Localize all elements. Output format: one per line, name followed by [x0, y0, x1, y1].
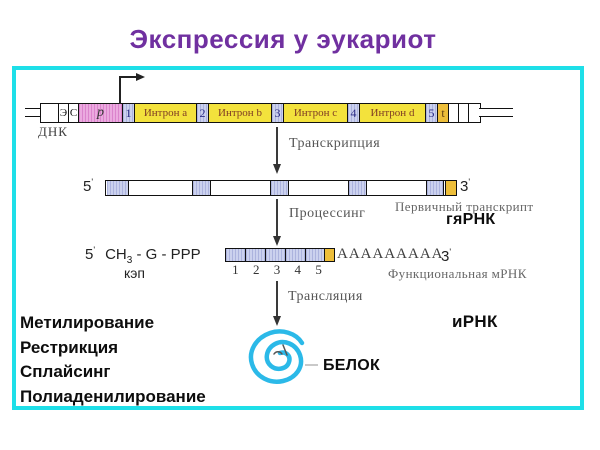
dna-exon-3: 3 — [272, 104, 284, 122]
dna-label: ДНК — [38, 124, 68, 139]
prime-mark: ' — [468, 177, 471, 187]
dna-segment-blank — [41, 104, 59, 122]
translation-arrow — [276, 281, 278, 317]
dna-enhancer-э: Э — [59, 104, 69, 122]
process-list: Метилирование Рестрикция Сплайсинг Полиа… — [20, 311, 206, 410]
dna-terminator: t — [438, 104, 449, 122]
transcription-start-arrow — [119, 76, 136, 78]
polya-tail: ААААААААА — [337, 246, 444, 262]
mrna-exon-number: 1 — [232, 262, 239, 277]
dna-segment-blank — [469, 104, 480, 122]
mrna-exon-number: 4 — [294, 262, 302, 277]
cap-subscript: 3 — [126, 255, 133, 266]
transcript-five-prime-label: 5' — [83, 177, 93, 195]
cap-rest: - G - PPP — [132, 246, 201, 263]
mrna-exon-number: 3 — [273, 262, 281, 277]
cap-label: кэп — [124, 265, 146, 281]
protein-spiral-icon — [248, 329, 305, 384]
mrna-exon-box — [286, 249, 306, 261]
mrna-three-prime-label: 3' — [441, 247, 451, 265]
dna-intron-c: Интрон c — [284, 104, 348, 122]
process-list-item: Сплайсинг — [20, 362, 111, 382]
transcript-exon-box — [348, 181, 367, 195]
primary-transcript-caption: Первичный транскрипт — [395, 199, 534, 214]
dna-segment-blank — [449, 104, 459, 122]
mrna-exon-number: 2 — [252, 262, 260, 277]
five-prime: 5 — [83, 178, 92, 195]
dna-line-left — [25, 108, 41, 117]
transcript-exon-box — [270, 181, 289, 195]
transcript-exon-box — [192, 181, 211, 195]
transcription-label: Транскрипция — [289, 136, 381, 151]
dna-exon-4: 4 — [348, 104, 360, 122]
process-list-item: Метилирование — [20, 313, 155, 332]
dna-intron-d: Интрон d — [360, 104, 426, 122]
mrna-exon-number: 5 — [315, 262, 322, 277]
dna-line-right — [479, 108, 513, 117]
translation-label: Трансляция — [288, 289, 363, 304]
dna-segment-blank — [459, 104, 469, 122]
transcript-three-prime-label: 3' — [460, 177, 470, 195]
process-list-item: Рестрикция — [20, 337, 119, 357]
dna-promoter: p — [79, 104, 123, 122]
dna-exon-5: 5 — [426, 104, 438, 122]
processing-label: Процессинг — [289, 206, 366, 221]
transcription-start-arrow — [119, 76, 121, 104]
protein-label: БЕЛОК — [323, 357, 381, 374]
functional-mrna-caption: Функциональная мРНК — [388, 266, 527, 281]
processing-arrow — [276, 199, 278, 237]
dna-intron-a: Интрон a — [135, 104, 197, 122]
mrna-exon-box — [306, 249, 325, 261]
dna-intron-b: Интрон b — [209, 104, 272, 122]
mrna-cap-formula: 5' CH3 - G - PPP — [85, 245, 201, 266]
processing-arrowhead-icon — [273, 236, 281, 246]
transcription-start-arrowhead-icon — [136, 73, 145, 81]
slide-title: Экспрессия у эукариот — [129, 24, 437, 54]
primary-transcript-bar — [105, 180, 457, 196]
dash-mark — [305, 364, 318, 366]
transcript-exon-box — [426, 181, 444, 195]
mrna-exon-box — [266, 249, 286, 261]
transcription-arrowhead-icon — [273, 164, 281, 174]
mrna-bar — [225, 248, 335, 262]
transcript-exon-box — [107, 181, 129, 195]
dna-enhancer-с: С — [69, 104, 79, 122]
prime-mark: ' — [449, 247, 452, 257]
three-prime: 3 — [460, 178, 469, 195]
cap-ch: CH — [105, 246, 127, 263]
mrna-end-box — [325, 249, 334, 261]
mrna-exon-numbers: 1 2 3 4 5 — [225, 262, 329, 278]
five-prime: 5 — [85, 246, 94, 263]
dna-bar: Э С p 1 Интрон a 2 Интрон b 3 Интрон c 4… — [40, 103, 481, 123]
prime-mark: ' — [93, 245, 96, 255]
three-prime: 3 — [441, 248, 450, 265]
dna-exon-2: 2 — [197, 104, 209, 122]
mrna-exon-box — [246, 249, 266, 261]
process-list-item: Полиаденилирование — [20, 387, 206, 407]
dna-exon-1: 1 — [123, 104, 135, 122]
irna-name: иРНК — [452, 312, 498, 331]
transcription-arrow — [276, 127, 278, 165]
mrna-exon-box — [226, 249, 246, 261]
hnrna-name: гяРНК — [446, 211, 496, 228]
prime-mark: ' — [91, 177, 94, 187]
transcript-end-box — [445, 181, 456, 195]
translation-arrowhead-icon — [273, 316, 281, 326]
